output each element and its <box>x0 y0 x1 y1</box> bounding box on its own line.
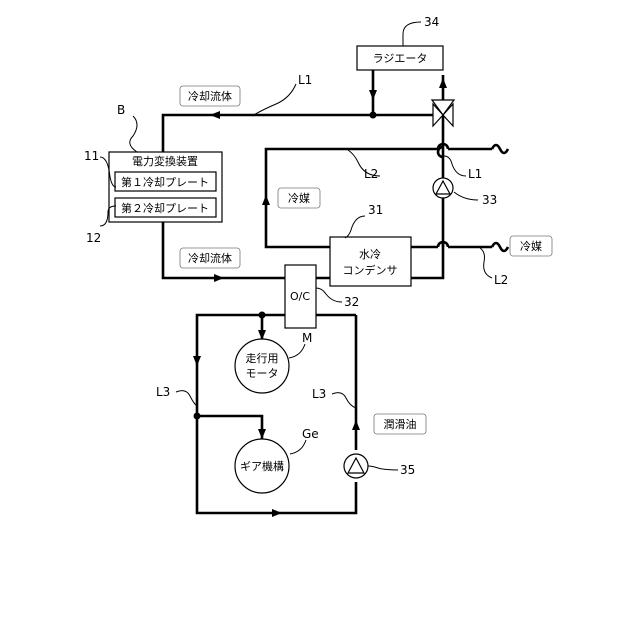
svg-text:32: 32 <box>344 295 359 309</box>
water-condenser-box: 水冷 コンデンサ <box>330 237 411 286</box>
svg-text:35: 35 <box>400 463 415 477</box>
svg-text:コンデンサ: コンデンサ <box>343 263 398 277</box>
tag-refrigerant-left: 冷媒 <box>278 188 320 208</box>
svg-text:L1: L1 <box>468 167 482 181</box>
svg-text:12: 12 <box>86 231 101 245</box>
svg-text:L2: L2 <box>364 167 378 181</box>
svg-text:電力変換装置: 電力変換装置 <box>132 154 198 168</box>
svg-text:冷却流体: 冷却流体 <box>188 251 232 265</box>
tag-lubricant: 潤滑油 <box>374 414 426 434</box>
svg-text:L2: L2 <box>494 273 508 287</box>
svg-text:B: B <box>117 103 125 117</box>
svg-text:31: 31 <box>368 203 383 217</box>
svg-text:ラジエータ: ラジエータ <box>373 52 428 65</box>
pump-35 <box>344 454 368 478</box>
power-converter-box: 電力変換装置 第１冷却プレート 第２冷却プレート <box>109 152 222 222</box>
svg-text:Ge: Ge <box>302 427 319 441</box>
svg-text:第１冷却プレート: 第１冷却プレート <box>121 175 209 189</box>
svg-text:L3: L3 <box>156 385 170 399</box>
svg-text:O/C: O/C <box>290 290 310 303</box>
tag-coolant-top: 冷却流体 <box>180 86 240 106</box>
svg-text:M: M <box>302 331 312 345</box>
svg-text:11: 11 <box>84 149 99 163</box>
svg-text:33: 33 <box>482 193 497 207</box>
svg-text:ギア機構: ギア機構 <box>240 459 284 473</box>
svg-text:冷媒: 冷媒 <box>520 240 542 253</box>
svg-text:潤滑油: 潤滑油 <box>384 417 417 431</box>
svg-text:冷却流体: 冷却流体 <box>188 89 232 103</box>
svg-text:走行用: 走行用 <box>246 352 279 365</box>
svg-text:水冷: 水冷 <box>359 248 381 261</box>
svg-text:モータ: モータ <box>246 367 279 380</box>
svg-text:L3: L3 <box>312 387 326 401</box>
svg-text:L1: L1 <box>298 73 312 87</box>
svg-text:冷媒: 冷媒 <box>288 192 310 205</box>
svg-text:第２冷却プレート: 第２冷却プレート <box>121 201 209 215</box>
traction-motor: 走行用 モータ <box>235 339 289 393</box>
tag-refrigerant-right: 冷媒 <box>510 236 552 256</box>
gear-mechanism: ギア機構 <box>235 439 289 493</box>
radiator-box: ラジエータ <box>357 46 443 70</box>
pump-33 <box>433 178 453 198</box>
svg-text:34: 34 <box>424 15 439 29</box>
tag-coolant-bottom: 冷却流体 <box>180 248 240 268</box>
oil-cooler-box: O/C <box>285 265 316 328</box>
